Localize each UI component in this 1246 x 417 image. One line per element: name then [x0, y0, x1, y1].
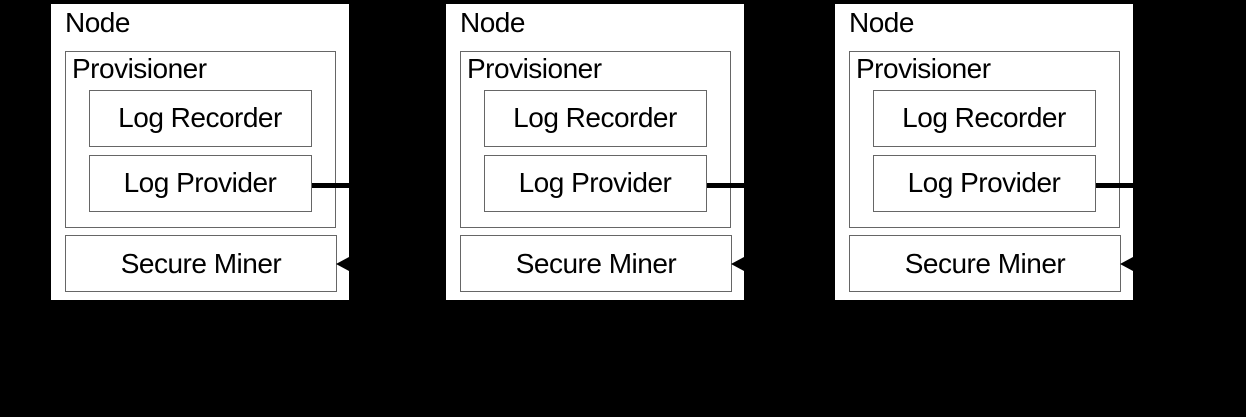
secure-miner-box: Secure Miner	[460, 235, 732, 292]
secure-miner-box: Secure Miner	[849, 235, 1121, 292]
log-provider-connector-line	[1096, 182, 1135, 188]
log-provider-box: Log Provider	[483, 154, 707, 212]
provisioner-label: Provisioner	[856, 53, 991, 84]
secure-miner-connector-stub	[348, 261, 351, 267]
arrowhead-left-icon	[731, 256, 744, 271]
secure-miner-box: Secure Miner	[65, 235, 337, 292]
log-recorder-box: Log Recorder	[483, 89, 707, 147]
provisioner-label: Provisioner	[467, 53, 602, 84]
log-provider-box: Log Provider	[88, 154, 312, 212]
node-box: Node Provisioner Log Recorder Log Provid…	[49, 2, 351, 302]
log-recorder-label: Log Recorder	[902, 102, 1066, 133]
log-provider-box: Log Provider	[872, 154, 1096, 212]
log-recorder-box: Log Recorder	[88, 89, 312, 147]
log-recorder-label: Log Recorder	[118, 102, 282, 133]
log-provider-label: Log Provider	[518, 167, 672, 198]
node-title: Node	[65, 7, 130, 38]
node-title: Node	[849, 7, 914, 38]
node-box: Node Provisioner Log Recorder Log Provid…	[444, 2, 746, 302]
log-provider-connector-line	[312, 182, 351, 188]
log-provider-label: Log Provider	[123, 167, 277, 198]
secure-miner-label: Secure Miner	[120, 247, 282, 279]
secure-miner-connector-stub	[743, 261, 746, 267]
secure-miner-label: Secure Miner	[904, 247, 1066, 279]
secure-miner-label: Secure Miner	[515, 247, 677, 279]
provisioner-box: Provisioner Log Recorder Log Provider	[460, 51, 731, 228]
provisioner-box: Provisioner Log Recorder Log Provider	[849, 51, 1120, 228]
log-recorder-label: Log Recorder	[513, 102, 677, 133]
log-provider-label: Log Provider	[907, 167, 1061, 198]
node-box: Node Provisioner Log Recorder Log Provid…	[833, 2, 1135, 302]
log-recorder-box: Log Recorder	[872, 89, 1096, 147]
log-provider-connector-line	[707, 182, 746, 188]
provisioner-label: Provisioner	[72, 53, 207, 84]
secure-miner-connector-stub	[1132, 261, 1135, 267]
node-title: Node	[460, 7, 525, 38]
arrowhead-left-icon	[1120, 256, 1133, 271]
arrowhead-left-icon	[336, 256, 349, 271]
provisioner-box: Provisioner Log Recorder Log Provider	[65, 51, 336, 228]
